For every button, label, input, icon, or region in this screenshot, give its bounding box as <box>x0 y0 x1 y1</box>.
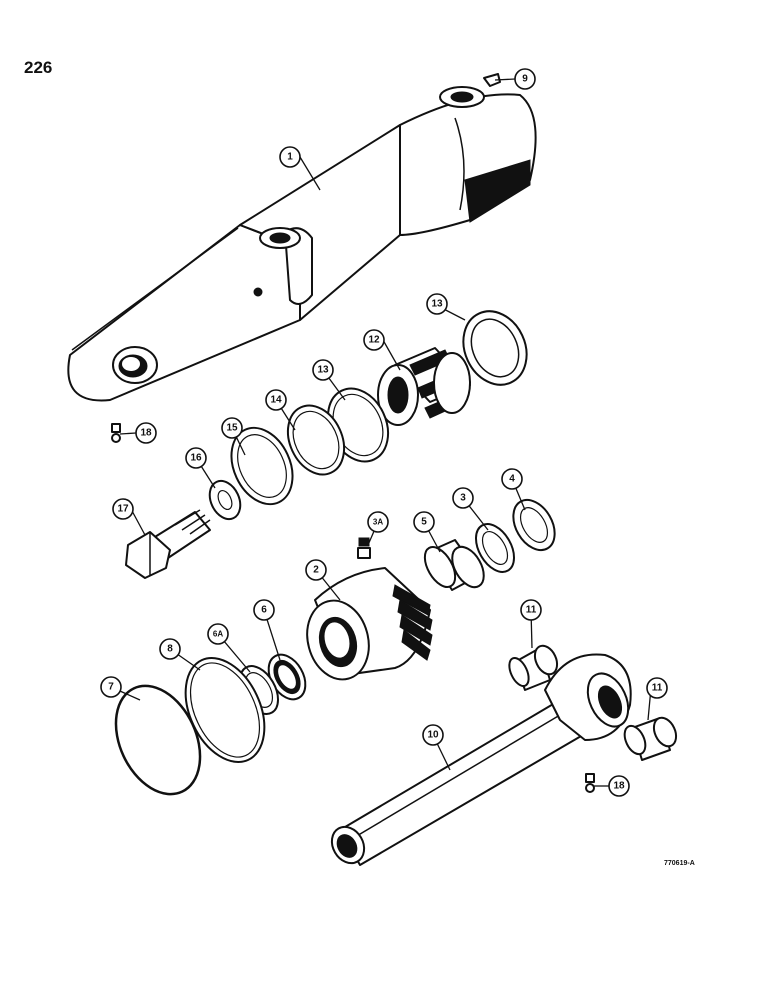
seal-3 <box>475 523 515 573</box>
seal-ring-13-upper <box>462 310 528 386</box>
callout-18-lower-label: 18 <box>613 781 625 792</box>
o-ring-7 <box>114 684 202 796</box>
callout-11-lower-label: 11 <box>652 683 663 694</box>
callout-13-lower-label: 13 <box>317 365 329 376</box>
ring-14 <box>286 404 346 476</box>
callout-16: 16 <box>185 447 207 469</box>
callout-15-label: 15 <box>226 423 238 434</box>
grease-fitting-18-lower <box>585 773 595 793</box>
callout-13-upper: 13 <box>426 293 448 315</box>
callout-4-label: 4 <box>509 474 515 485</box>
callout-6a-label: 6A <box>213 630 223 639</box>
bushing-11-lower <box>623 716 678 761</box>
callout-18-upper: 18 <box>135 422 157 444</box>
callout-7: 7 <box>100 676 122 698</box>
callout-2-label: 2 <box>313 565 319 576</box>
callout-3a: 3A <box>367 511 389 533</box>
grease-fitting-18-upper <box>111 423 121 443</box>
callout-8: 8 <box>159 638 181 660</box>
callout-6a: 6A <box>207 623 229 645</box>
callout-17: 17 <box>112 498 134 520</box>
gland <box>306 547 433 681</box>
figure-reference-number: 770619-A <box>664 860 695 867</box>
ring-15 <box>230 426 294 506</box>
backup-ring-8 <box>184 657 266 763</box>
callout-8-label: 8 <box>167 644 173 655</box>
piston-rod <box>330 653 632 866</box>
cylinder-barrel <box>67 86 537 402</box>
callout-18-lower: 18 <box>608 775 630 797</box>
plug-3a <box>358 537 370 547</box>
callout-16-label: 16 <box>190 453 202 464</box>
bolt <box>125 509 211 579</box>
callout-1: 1 <box>279 146 301 168</box>
callout-1-label: 1 <box>287 152 293 163</box>
callout-6-label: 6 <box>261 605 267 616</box>
piston <box>377 347 471 426</box>
callout-15: 15 <box>221 417 243 439</box>
callout-13-upper-label: 13 <box>431 299 443 310</box>
callout-12-label: 12 <box>368 335 380 346</box>
callout-3: 3 <box>452 487 474 509</box>
bushing-5 <box>423 539 485 591</box>
callout-13-lower: 13 <box>312 359 334 381</box>
callout-14-label: 14 <box>270 395 282 406</box>
wiper-4 <box>512 498 556 552</box>
callout-6: 6 <box>253 599 275 621</box>
callout-10: 10 <box>422 724 444 746</box>
callout-5-label: 5 <box>421 517 427 528</box>
callout-7-label: 7 <box>108 682 114 693</box>
callout-11-upper: 11 <box>520 599 542 621</box>
callout-9-label: 9 <box>522 74 528 85</box>
callout-3a-label: 3A <box>373 518 383 527</box>
callout-9: 9 <box>514 68 536 90</box>
callout-2: 2 <box>305 559 327 581</box>
callout-14: 14 <box>265 389 287 411</box>
callout-10-label: 10 <box>427 730 439 741</box>
page-number: 226 <box>24 58 53 77</box>
vent-plug-9 <box>483 73 501 87</box>
callout-17-label: 17 <box>117 504 129 515</box>
callout-5: 5 <box>413 511 435 533</box>
bushing-11-upper <box>508 644 559 691</box>
callout-3-label: 3 <box>460 493 466 504</box>
washer-16 <box>208 479 242 521</box>
callout-11-upper-label: 11 <box>526 605 537 616</box>
callout-12: 12 <box>363 329 385 351</box>
callout-4: 4 <box>501 468 523 490</box>
callout-18-upper-label: 18 <box>140 428 152 439</box>
callout-11-lower: 11 <box>646 677 668 699</box>
